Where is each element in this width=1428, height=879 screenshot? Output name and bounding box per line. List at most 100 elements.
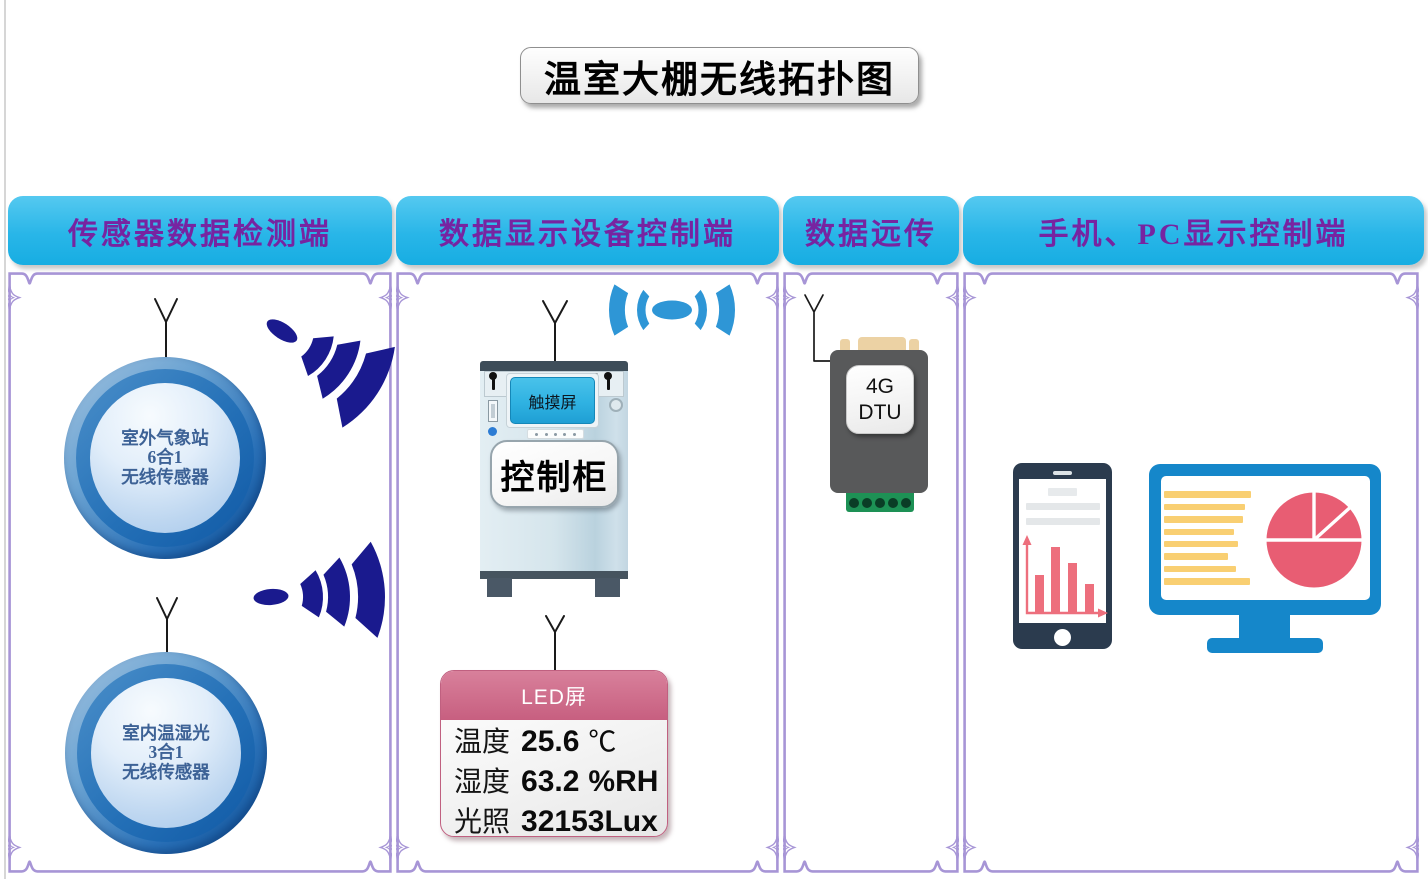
sensor-label-line: 3合1	[148, 742, 184, 763]
led-row-label: 温度	[454, 727, 511, 758]
control-cabinet-label-plate[interactable]: 控制柜	[490, 440, 619, 508]
column-header-remote-transmission-label: 数据远传	[805, 217, 937, 251]
led-row-value: 25.6	[521, 725, 580, 758]
touch-screen-label: 触摸屏	[528, 394, 577, 412]
terminal-pin	[875, 497, 885, 508]
phone-title-placeholder	[1048, 488, 1077, 496]
sensor-label-line: 无线传感器	[121, 466, 209, 487]
column-header-display-control-label: 数据显示设备控制端	[439, 217, 736, 251]
led-row-temperature: 温度 25.6 ℃	[454, 720, 661, 760]
terminal-pin	[901, 497, 911, 508]
dtu-connector-tab	[840, 339, 850, 351]
led-row-unit: %RH	[588, 765, 659, 798]
led-row-unit: ℃	[588, 727, 617, 758]
led-row-label: 湿度	[454, 767, 511, 798]
sensor-label-line: 室内温湿光	[122, 722, 210, 743]
cabinet-foot-left	[487, 578, 512, 597]
phone-speaker	[1053, 471, 1072, 475]
switch-slider	[491, 404, 495, 418]
cabinet-indicator-light	[488, 427, 497, 436]
terminal-pin	[862, 497, 872, 508]
column-header-phone-pc-label: 手机、PC显示控制端	[1038, 217, 1349, 251]
bolt-head	[604, 372, 612, 380]
phone-chart-bar	[1035, 575, 1044, 612]
antenna-icon-sensor-outdoor	[154, 298, 178, 360]
dtu-label-plate: 4G DTU	[846, 365, 914, 434]
sensor-indoor-label: 室内温湿光 3合1 无线传感器	[65, 652, 267, 854]
sensor-face	[91, 678, 241, 828]
antenna-icon-cabinet	[542, 300, 568, 364]
window-edge-line	[4, 0, 6, 879]
terminal-pin	[888, 497, 898, 508]
dtu-label-line1: 4G	[865, 374, 894, 398]
phone-bar-chart-axes	[1022, 535, 1108, 618]
antenna-icon-dtu	[804, 294, 836, 362]
diagram-title-box[interactable]: 温室大棚无线拓扑图	[520, 47, 919, 104]
phone-chart-bar	[1051, 547, 1060, 612]
monitor-text-line	[1164, 578, 1250, 585]
antenna-icon-led	[545, 615, 565, 671]
monitor-stand-base	[1207, 638, 1323, 653]
sensor-face	[90, 383, 240, 533]
vent-dot	[553, 432, 557, 436]
cabinet-bottom-band	[480, 571, 628, 579]
bolt-stem	[606, 378, 610, 390]
control-cabinet-label: 控制柜	[500, 459, 609, 497]
cabinet-switch	[488, 400, 498, 422]
sensor-label-line: 无线传感器	[122, 761, 210, 782]
led-panel-header: LED屏	[441, 671, 667, 720]
phone-home-button[interactable]	[1054, 629, 1071, 646]
column-header-phone-pc[interactable]: 手机、PC显示控制端	[963, 196, 1424, 265]
phone-chart-bar	[1068, 563, 1077, 612]
cabinet-knob	[609, 398, 623, 412]
led-row-label: 光照	[454, 807, 511, 837]
bolt-stem	[491, 378, 495, 390]
monitor-text-line	[1164, 528, 1234, 535]
vent-dot	[535, 432, 539, 436]
node-indoor-sensor[interactable]: 室内温湿光 3合1 无线传感器	[65, 652, 267, 854]
led-row-value: 63.2	[521, 765, 580, 798]
column-header-remote-transmission[interactable]: 数据远传	[783, 196, 959, 265]
cabinet-bolt-left	[489, 372, 497, 390]
node-outdoor-weather-sensor[interactable]: 室外气象站 6合1 无线传感器	[64, 357, 266, 559]
monitor-pie-chart	[1265, 492, 1363, 588]
cabinet-vent-strip	[527, 429, 584, 439]
column-header-sensors[interactable]: 传感器数据检测端	[8, 196, 392, 265]
led-panel-title: LED屏	[521, 685, 587, 709]
dtu-label-line2: DTU	[858, 400, 902, 424]
led-row-unit: Lux	[604, 805, 658, 837]
column-header-sensors-label: 传感器数据检测端	[68, 217, 332, 251]
led-row-value: 32153	[521, 805, 605, 837]
phone-text-placeholder	[1026, 518, 1100, 525]
monitor-text-line	[1164, 553, 1228, 560]
led-readings: 温度 25.6 ℃ 湿度 63.2 %RH 光照 32153 Lux	[454, 720, 661, 836]
monitor-text-line	[1164, 540, 1238, 547]
cabinet-foot-right	[595, 578, 620, 597]
antenna-icon-sensor-indoor	[156, 597, 178, 657]
dtu-serial-port	[858, 337, 906, 351]
monitor-stand-neck	[1239, 615, 1290, 638]
diagram-title: 温室大棚无线拓扑图	[544, 59, 895, 101]
sensor-label-line: 室外气象站	[121, 427, 209, 448]
dtu-connector-tab	[909, 339, 919, 351]
cabinet-top-band	[480, 361, 628, 371]
vent-dot	[563, 432, 567, 436]
cabinet-bolt-right	[604, 372, 612, 390]
touch-screen[interactable]: 触摸屏	[510, 377, 595, 424]
bolt-head	[489, 372, 497, 380]
terminal-pin	[849, 497, 859, 508]
monitor-text-line	[1164, 503, 1245, 510]
monitor-text-line	[1164, 516, 1243, 523]
column-header-display-control[interactable]: 数据显示设备控制端	[396, 196, 779, 265]
led-row-light: 光照 32153 Lux	[454, 800, 661, 837]
led-row-humidity: 湿度 63.2 %RH	[454, 760, 661, 800]
vent-dot	[572, 432, 576, 436]
dtu-terminal-block	[846, 493, 914, 512]
phone-text-placeholder	[1026, 503, 1100, 510]
vent-dot	[544, 432, 548, 436]
sensor-label-line: 6合1	[147, 447, 183, 468]
sensor-outdoor-label: 室外气象站 6合1 无线传感器	[64, 357, 266, 559]
node-led-screen-panel[interactable]: LED屏 温度 25.6 ℃ 湿度 63.2 %RH 光照 32153 Lux	[440, 670, 668, 837]
phone-chart-bar	[1085, 584, 1094, 612]
